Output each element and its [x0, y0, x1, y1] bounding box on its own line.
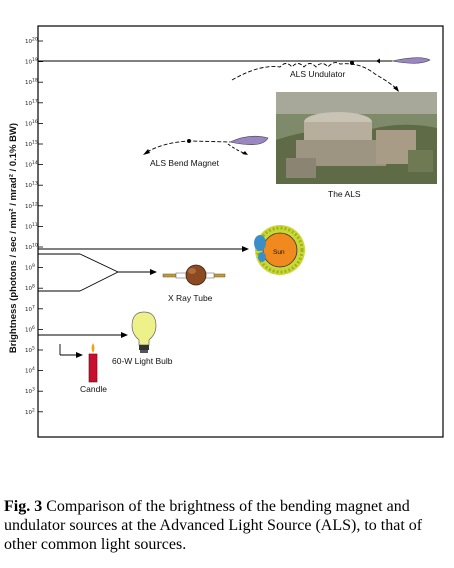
label-light-bulb: 60-W Light Bulb	[112, 356, 173, 366]
y-axis-label: Brightness (photons / sec / mm² / mrad² …	[8, 123, 19, 353]
y-tick-label: 102	[25, 407, 35, 416]
caption-text: Comparison of the brightness of the bend…	[4, 498, 423, 553]
als-photo	[276, 92, 437, 184]
y-tick-label: 107	[25, 304, 35, 313]
label-als-undulator: ALS Undulator	[290, 69, 345, 79]
y-tick-label: 1015	[25, 140, 38, 149]
y-tick-label: 1016	[25, 119, 38, 128]
y-tick-label: 105	[25, 346, 35, 355]
y-axis-ticks: 1020 1019 1018 1017 1016 1015 1014 1013 1012 1011…	[25, 37, 43, 416]
label-candle: Candle	[80, 384, 107, 394]
xray-lines	[38, 253, 157, 292]
label-als-bend-magnet: ALS Bend Magnet	[150, 158, 220, 168]
y-tick-label: 106	[25, 325, 35, 334]
xray-tube-icon	[162, 264, 226, 286]
undulator-beam	[38, 57, 431, 92]
y-tick-label: 104	[25, 366, 35, 375]
y-tick-label: 1012	[25, 201, 38, 210]
y-tick-label: 1014	[25, 160, 38, 169]
sun-line	[38, 246, 249, 252]
figure-caption: Fig. 3 Comparison of the brightness of t…	[4, 497, 450, 554]
label-the-als: The ALS	[328, 189, 361, 199]
y-tick-label: 109	[25, 263, 35, 272]
y-tick-label: 1010	[25, 243, 38, 252]
caption-fig-number: Fig. 3	[4, 498, 43, 515]
plot-frame	[37, 25, 444, 438]
y-tick-label: 1017	[25, 98, 38, 107]
label-x-ray-tube: X Ray Tube	[168, 293, 213, 303]
sun-icon	[254, 225, 305, 275]
y-tick-label: 108	[25, 284, 35, 293]
y-tick-label: 1019	[25, 57, 38, 66]
label-sun: Sun	[273, 249, 285, 256]
bend-magnet-beam	[143, 135, 269, 155]
candle-line	[59, 344, 83, 358]
y-tick-label: 1020	[25, 37, 38, 46]
bulb-line	[38, 332, 128, 338]
y-tick-label: 1018	[25, 78, 38, 87]
brightness-figure: Brightness (photons / sec / mm² / mrad² …	[8, 25, 444, 438]
y-tick-label: 103	[25, 387, 35, 396]
light-bulb-icon	[131, 311, 157, 353]
y-tick-label: 1013	[25, 181, 38, 190]
candle-icon	[88, 343, 98, 383]
y-tick-label: 1011	[25, 222, 38, 231]
